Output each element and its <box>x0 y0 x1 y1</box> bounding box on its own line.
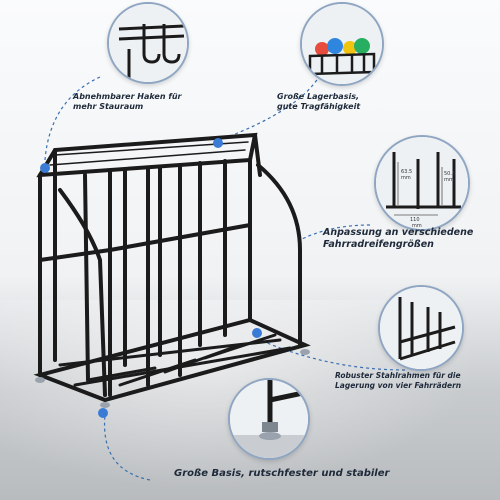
dimension-width: 110 <box>410 217 420 223</box>
dimension-unit-width: mm <box>412 223 422 229</box>
frame-label-line1: Robuster Stahlrahmen für die <box>335 371 461 380</box>
dimension-height-a: 63.5 <box>401 169 413 175</box>
storage-basket-icon <box>302 4 382 84</box>
frame-dot <box>252 328 262 338</box>
storage-label-line2: gute Tragfähigkeit <box>277 102 361 111</box>
callout-line-frame <box>259 339 406 371</box>
feature-label-storage: Große Lagerbasis, gute Tragfähigkeit <box>277 92 360 112</box>
rack-feet <box>35 349 310 408</box>
storage-label-line1: Große Lagerbasis, <box>277 92 359 101</box>
detail-circle-hook <box>107 2 189 84</box>
feature-label-base: Große Basis, rutschfester und stabiler <box>174 468 390 479</box>
detail-circle-frame <box>378 285 464 371</box>
rack-frame <box>33 132 311 403</box>
dimension-unit-b: mm <box>444 177 454 183</box>
hook-icon <box>109 4 187 82</box>
dimension-height-b: 50.5 <box>444 171 456 177</box>
callout-line-storage <box>219 74 321 141</box>
rack-foot-icon <box>230 380 308 458</box>
callout-line-hook <box>44 76 101 161</box>
feature-label-hook: Abnehmbarer Haken für mehr Stauraum <box>73 92 181 112</box>
hook-label-line1: Abnehmbarer Haken für <box>73 92 182 101</box>
frame-label-line2: Lagerung von vier Fahrrädern <box>335 381 462 390</box>
tire-label-line2: Fahrradreifengrößen <box>323 239 434 250</box>
feature-label-frame: Robuster Stahlrahmen für die Lagerung vo… <box>335 371 461 391</box>
callout-line-base <box>103 414 151 481</box>
callout-line-tire <box>299 224 371 241</box>
base-dot <box>98 408 108 418</box>
hook-dot <box>40 163 50 173</box>
accent-dots <box>40 138 262 418</box>
tire-label-line1: Anpassung an verschiedene <box>323 227 474 238</box>
dimension-unit-a: mm <box>401 175 411 181</box>
callout-lines <box>44 74 406 481</box>
detail-circle-storage <box>300 2 384 86</box>
steel-frame-icon <box>380 287 462 369</box>
detail-circle-tire-size: 63.5 mm 50.5 mm 110 mm <box>374 135 470 231</box>
feature-label-tire-size: Anpassung an verschiedene Fahrradreifeng… <box>323 227 473 251</box>
dimension-diagram-icon <box>376 137 468 229</box>
storage-dot <box>213 138 223 148</box>
detail-circle-base <box>228 378 310 460</box>
hook-label-line2: mehr Stauraum <box>73 102 144 111</box>
